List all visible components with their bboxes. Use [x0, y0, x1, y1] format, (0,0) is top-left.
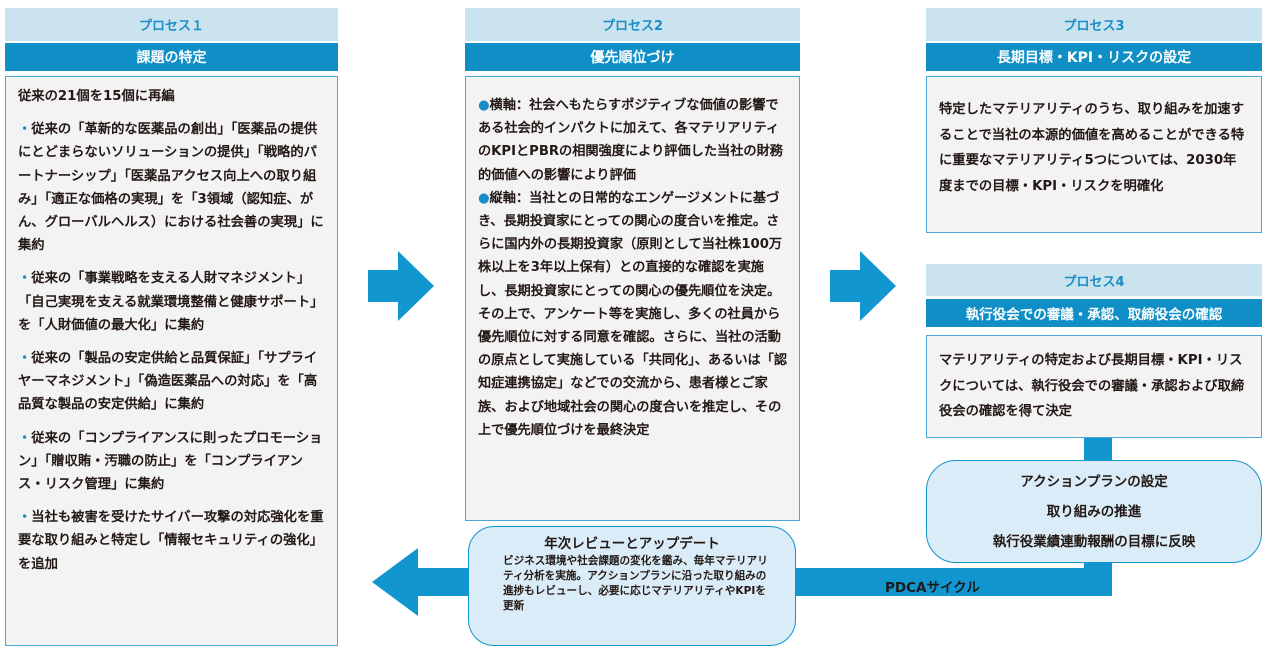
bullet-dot: ・ [18, 510, 32, 526]
bullet-dot: ・ [18, 351, 32, 367]
list-item: ・当社も被害を受けたサイバー攻撃の対応強化を重要な取り組みと特定し「情報セキュリ… [18, 510, 324, 572]
process1-list: ・従来の「革新的な医薬品の創出」「医薬品の提供にとどまらないソリューションの提供… [18, 118, 329, 576]
process3-title: 長期目標・KPI・リスクの設定 [926, 43, 1262, 71]
bullet-circle-icon: ● [478, 190, 490, 206]
list-item: ・従来の「製品の安定供給と品質保証」「サプライヤーマネジメント」「偽造医薬品への… [18, 351, 318, 413]
list-item: ・従来の「コンプライアンスに則ったプロモーション」「贈収賄・汚職の防止」を「コン… [18, 430, 323, 493]
review-body: ビジネス環境や社会課題の変化を鑑み、毎年マテリアリティ分析を実施。アクションプラ… [503, 555, 768, 612]
list-item: ●縦軸：当社との日常的なエンゲージメントに基づき、長期投資家にとっての関心の度合… [478, 190, 788, 438]
process4-label: プロセス4 [926, 264, 1262, 296]
process1-intro: 従来の21個を15個に再編 [18, 89, 175, 104]
arrow-right-icon [830, 251, 896, 321]
annual-review-pill: 年次レビューとアップデート ビジネス環境や社会課題の変化を鑑み、毎年マテリアリテ… [468, 526, 796, 646]
bullet-circle-icon: ● [478, 98, 490, 113]
process4-title: 執行役会での審議・承認、取締役会の確認 [926, 299, 1262, 327]
arrow-right-icon [368, 251, 434, 321]
action-line-plan: アクションプランの設定 [1020, 474, 1168, 490]
process1-title: 課題の特定 [5, 43, 338, 71]
process2-label: プロセス2 [465, 8, 800, 41]
process3-box: 特定したマテリアリティのうち、取り組みを加速することで当社の本源的価値を高めるこ… [926, 76, 1262, 233]
bullet-dot: ・ [18, 430, 32, 446]
pdca-cycle-label: PDCAサイクル [885, 580, 980, 596]
action-line-promote: 取り組みの推進 [1046, 504, 1142, 520]
process3-body: 特定したマテリアリティのうち、取り組みを加速することで当社の本源的価値を高めるこ… [939, 102, 1245, 194]
process2-title: 優先順位づけ [465, 43, 800, 71]
process1-box: 従来の21個を15個に再編 ・従来の「革新的な医薬品の創出」「医薬品の提供にとど… [5, 76, 338, 646]
list-item: ・従来の「革新的な医薬品の創出」「医薬品の提供にとどまらないソリューションの提供… [18, 122, 324, 254]
action-plan-pill: アクションプランの設定 取り組みの推進 執行役業績連動報酬の目標に反映 [926, 460, 1262, 563]
bullet-dot: ・ [18, 271, 32, 287]
process4-body: マテリアリティの特定および長期目標・KPI・リスクについては、執行役会での審議・… [939, 353, 1245, 419]
list-item: ・従来の「事業戦略を支える人財マネジメント」「自己実現を支える就業環境整備と健康… [18, 271, 324, 333]
process3-label: プロセス3 [926, 8, 1262, 41]
action-line-compensation: 執行役業績連動報酬の目標に反映 [992, 534, 1196, 550]
process1-label: プロセス１ [5, 8, 338, 41]
review-title: 年次レビューとアップデート [544, 536, 720, 552]
process2-box: ●横軸：社会へもたらすポジティブな価値の影響である社会的インパクトに加えて、各マ… [465, 76, 800, 521]
process4-box: マテリアリティの特定および長期目標・KPI・リスクについては、執行役会での審議・… [926, 335, 1262, 438]
list-item: ●横軸：社会へもたらすポジティブな価値の影響である社会的インパクトに加えて、各マ… [478, 98, 783, 183]
bullet-dot: ・ [18, 122, 32, 138]
